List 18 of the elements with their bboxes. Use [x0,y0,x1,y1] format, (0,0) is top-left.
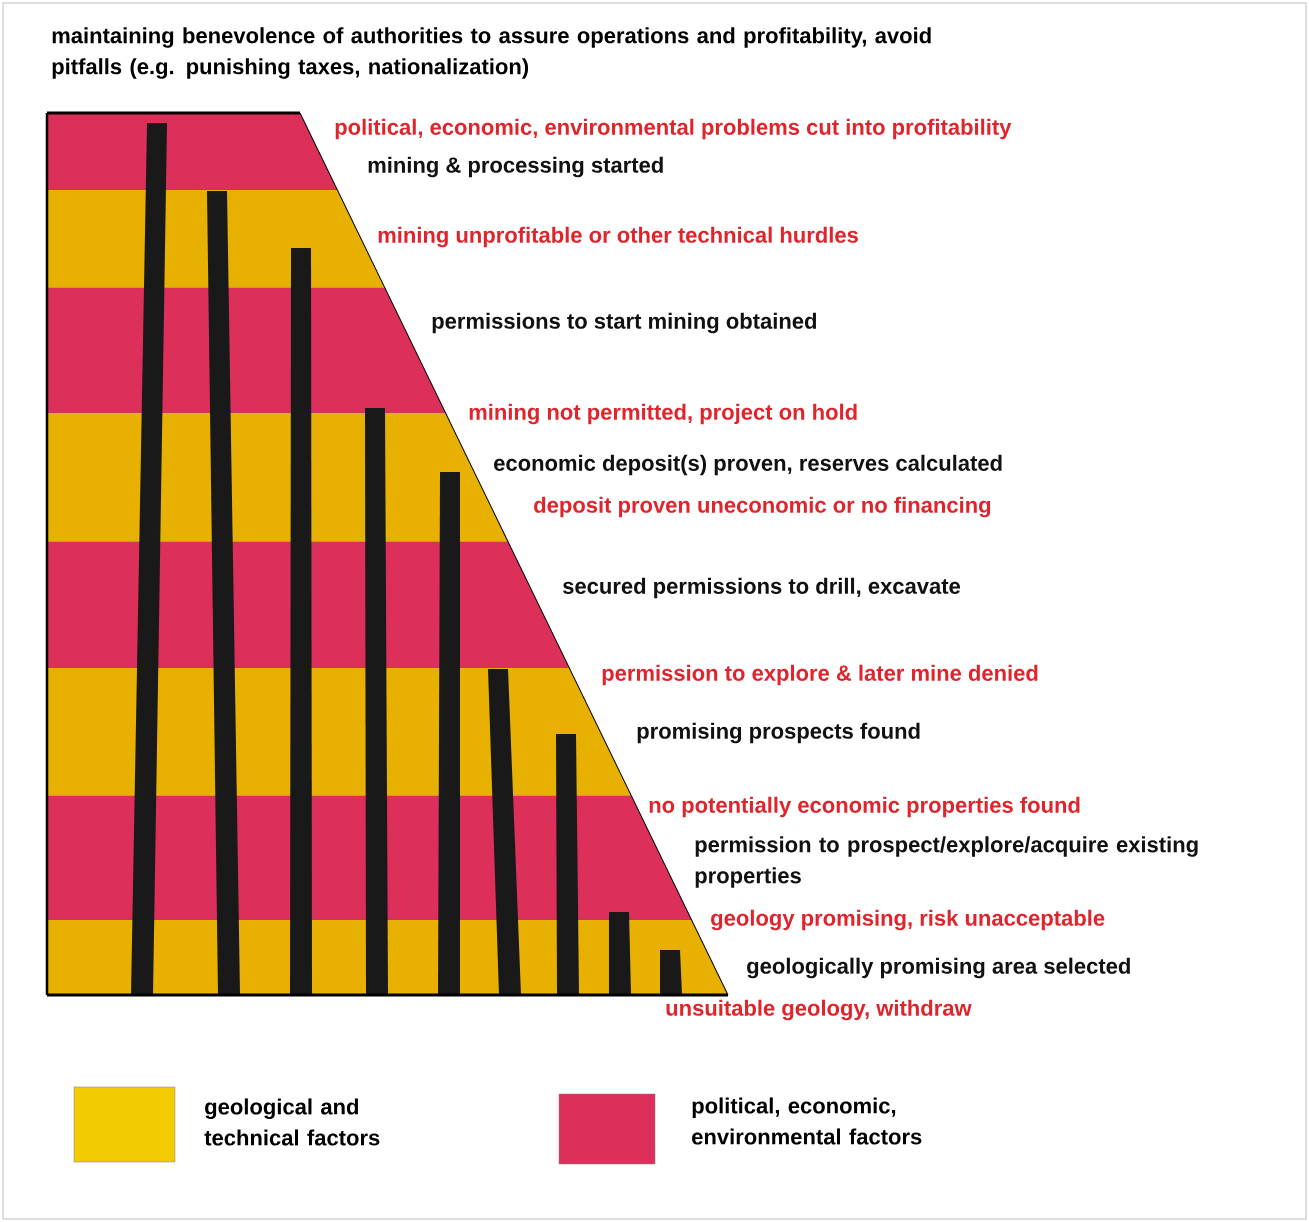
stage-label: no potentially economic properties found [649,796,1080,818]
stage-label: geology promising, risk unacceptable [711,909,1105,931]
stage-label: political, economic, environmental problems cut into profitability [335,118,1012,140]
stage-label: permission to prospect/explore/acquire existing properties [695,836,1198,888]
stage-label: promising prospects found [637,722,920,744]
stage-label: mining unprofitable or other technical hurdles [378,226,858,248]
stage-label: permissions to start mining obtained [432,312,817,334]
stage-label: geologically promising area selected [747,957,1130,979]
stage-label: economic deposit(s) proven, reserves calculated [494,454,1002,476]
stage-label: unsuitable geology, withdraw [666,999,972,1021]
stage-label: mining not permitted, project on hold [469,403,857,425]
stage-label: deposit proven uneconomic or no financing [534,496,991,518]
legend-label: geological and technical factors [204,1098,380,1146]
stage-label: mining & processing started [368,156,663,178]
legend-label: political, economic, environmental factors [692,1097,922,1145]
title: maintaining benevolence of authorities to assure operations and profitability, avoid pitfalls (e.g. punishing taxes, nationalization) [52,27,931,79]
stage-label: permission to explore & later mine denied [602,664,1038,686]
stage-label: secured permissions to drill, excavate [563,577,961,599]
